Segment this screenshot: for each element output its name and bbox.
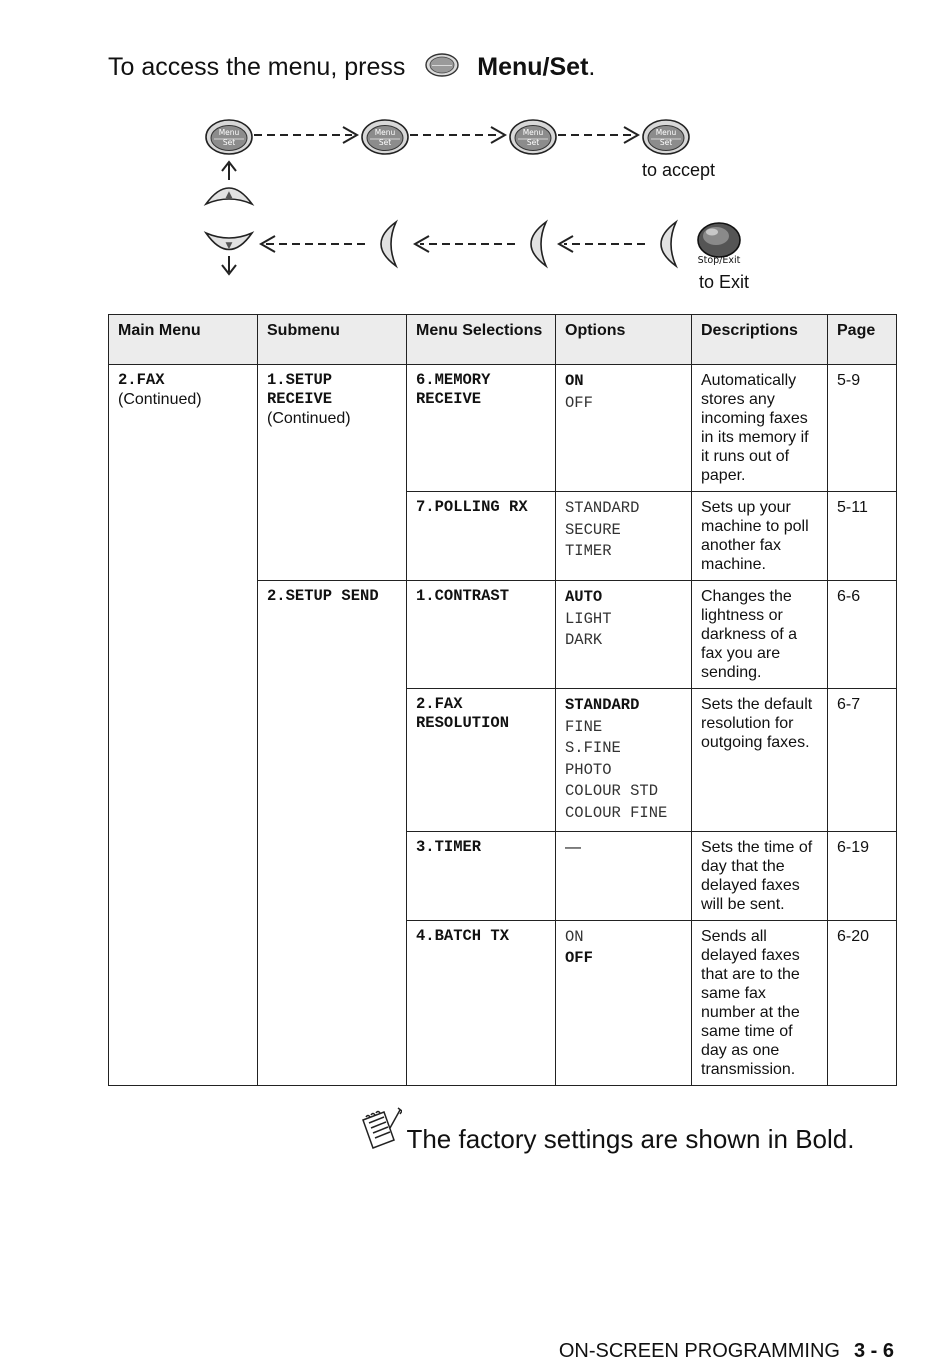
svg-text:▼: ▼	[226, 241, 233, 251]
left-button-icon	[380, 221, 397, 267]
header-descriptions: Descriptions	[691, 314, 828, 365]
option-value: ON	[565, 372, 584, 390]
table-row: 2.FAX RESOLUTION STANDARD FINE S.FINE PH…	[109, 688, 897, 832]
options-cell: STANDARD SECURE TIMER	[555, 491, 692, 581]
stop-exit-label: Stop/Exit	[698, 255, 741, 266]
header-menu-selections: Menu Selections	[406, 314, 556, 365]
table-row: 3.TIMER — Sets the time of day that the …	[109, 830, 897, 921]
selection-cell: 2.FAX RESOLUTION	[406, 688, 556, 832]
main-menu-note: (Continued)	[118, 391, 202, 408]
header-page: Page	[827, 314, 897, 365]
menu-set-label: Menu/Set	[477, 53, 589, 82]
selection-cell: 1.CONTRAST	[406, 580, 556, 689]
selection-cell: 7.POLLING RX	[406, 491, 556, 581]
option-value: OFF	[565, 949, 593, 968]
menu-button-top-text: Menu	[375, 128, 396, 137]
menu-button-top-text: Menu	[523, 128, 544, 137]
option-value: DARK	[565, 631, 603, 650]
options-cell: ON OFF	[555, 919, 692, 1086]
main-menu-cell: 2.FAX (Continued)	[108, 364, 258, 1086]
page-cell: 5-11	[827, 491, 897, 581]
option-value: OFF	[565, 393, 593, 412]
menu-set-icon	[509, 119, 557, 155]
option-value: AUTO	[565, 588, 603, 606]
menu-button-bottom-text: Set	[379, 138, 391, 147]
menu-button-bottom-text: Set	[223, 138, 235, 147]
factory-settings-note: The factory settings are shown in Bold.	[360, 1106, 854, 1159]
menu-set-button-icon	[424, 52, 460, 85]
menu-button-bottom-text: Set	[660, 138, 672, 147]
selection-cell: 4.BATCH TX	[406, 919, 556, 1086]
stop-exit-button-icon	[697, 222, 741, 258]
intro-text: To access the menu, press	[108, 53, 406, 82]
menu-set-icon	[205, 119, 253, 155]
menu-set-icon	[361, 119, 409, 155]
header-submenu: Submenu	[257, 314, 407, 365]
page-cell: 6-20	[827, 919, 897, 1086]
option-value: STANDARD	[565, 499, 640, 517]
option-value: ON	[565, 927, 584, 946]
options-cell: —	[555, 830, 692, 921]
footer-section: ON-SCREEN PROGRAMMING	[558, 1340, 840, 1362]
menu-table: Main Menu Submenu Menu Selections Option…	[108, 314, 897, 1086]
table-row: 7.POLLING RX STANDARD SECURE TIMER Sets …	[109, 491, 897, 581]
option-value: COLOUR STD	[565, 782, 659, 801]
down-button-icon: ▼	[203, 231, 255, 251]
option-value: PHOTO	[565, 760, 612, 779]
description-cell: Sends all delayed faxes that are to the …	[691, 919, 828, 1086]
menu-button-bottom-text: Set	[527, 138, 539, 147]
option-value: FINE	[565, 717, 603, 736]
description-cell: Changes the lightness or darkness of a f…	[691, 580, 828, 689]
table-row: 2.SETUP SEND 1.CONTRAST AUTO LIGHT DARK …	[109, 580, 897, 1086]
table-header-row: Main Menu Submenu Menu Selections Option…	[108, 314, 897, 365]
menu-set-icon	[642, 119, 690, 155]
description-cell: Sets the default resolution for outgoing…	[691, 688, 828, 832]
page-cell: 6-6	[827, 580, 897, 689]
submenu-cell: 2.SETUP SEND	[257, 580, 407, 1086]
option-value: —	[565, 838, 581, 856]
page-footer: ON-SCREEN PROGRAMMING 3 - 6	[559, 1340, 894, 1363]
submenu-code: 1.SETUP RECEIVE	[267, 371, 333, 408]
option-value: S.FINE	[565, 739, 621, 758]
menu-button-top-text: Menu	[656, 128, 677, 137]
options-cell: AUTO LIGHT DARK	[555, 580, 692, 689]
footer-page-number: 3 - 6	[853, 1340, 894, 1362]
option-value: TIMER	[565, 542, 612, 561]
up-button-icon: ▲	[203, 187, 255, 206]
intro-line: To access the menu, press Menu/Set.	[108, 52, 595, 85]
options-cell: STANDARD FINE S.FINE PHOTO COLOUR STD CO…	[555, 688, 692, 832]
left-button-icon	[530, 221, 547, 267]
selection-cell: 6.MEMORY RECEIVE	[406, 364, 556, 492]
table-row: 4.BATCH TX ON OFF Sends all delayed faxe…	[109, 919, 897, 1086]
to-accept-label: to accept	[642, 160, 716, 180]
intro-suffix: .	[588, 53, 596, 82]
page-cell: 6-7	[827, 688, 897, 832]
note-text: The factory settings are shown in Bold.	[406, 1124, 855, 1154]
selection-cell: 3.TIMER	[406, 830, 556, 921]
description-cell: Automatically stores any incoming faxes …	[691, 364, 828, 492]
navigation-diagram: ▲ ▼ Menu Set Menu Set Menu Set Menu Set …	[0, 0, 950, 310]
submenu-note: (Continued)	[267, 410, 351, 427]
header-main-menu: Main Menu	[108, 314, 258, 365]
options-cell: ON OFF	[555, 364, 692, 492]
menu-button-top-text: Menu	[219, 128, 240, 137]
to-exit-label: to Exit	[699, 272, 750, 292]
description-cell: Sets the time of day that the delayed fa…	[691, 830, 828, 921]
page-cell: 6-19	[827, 830, 897, 921]
option-value: LIGHT	[565, 609, 612, 628]
header-options: Options	[555, 314, 692, 365]
submenu-cell: 1.SETUP RECEIVE (Continued)	[257, 364, 407, 581]
description-cell: Sets up your machine to poll another fax…	[691, 491, 828, 581]
note-pad-icon	[362, 1107, 404, 1149]
option-value: STANDARD	[565, 696, 640, 714]
page-cell: 5-9	[827, 364, 897, 492]
table-row: 2.FAX (Continued) 1.SETUP RECEIVE (Conti…	[108, 364, 897, 1086]
svg-text:▲: ▲	[226, 190, 233, 200]
left-button-icon	[660, 221, 677, 267]
option-value: SECURE	[565, 520, 621, 539]
option-value: COLOUR FINE	[565, 803, 668, 822]
main-menu-code: 2.FAX	[118, 371, 165, 389]
